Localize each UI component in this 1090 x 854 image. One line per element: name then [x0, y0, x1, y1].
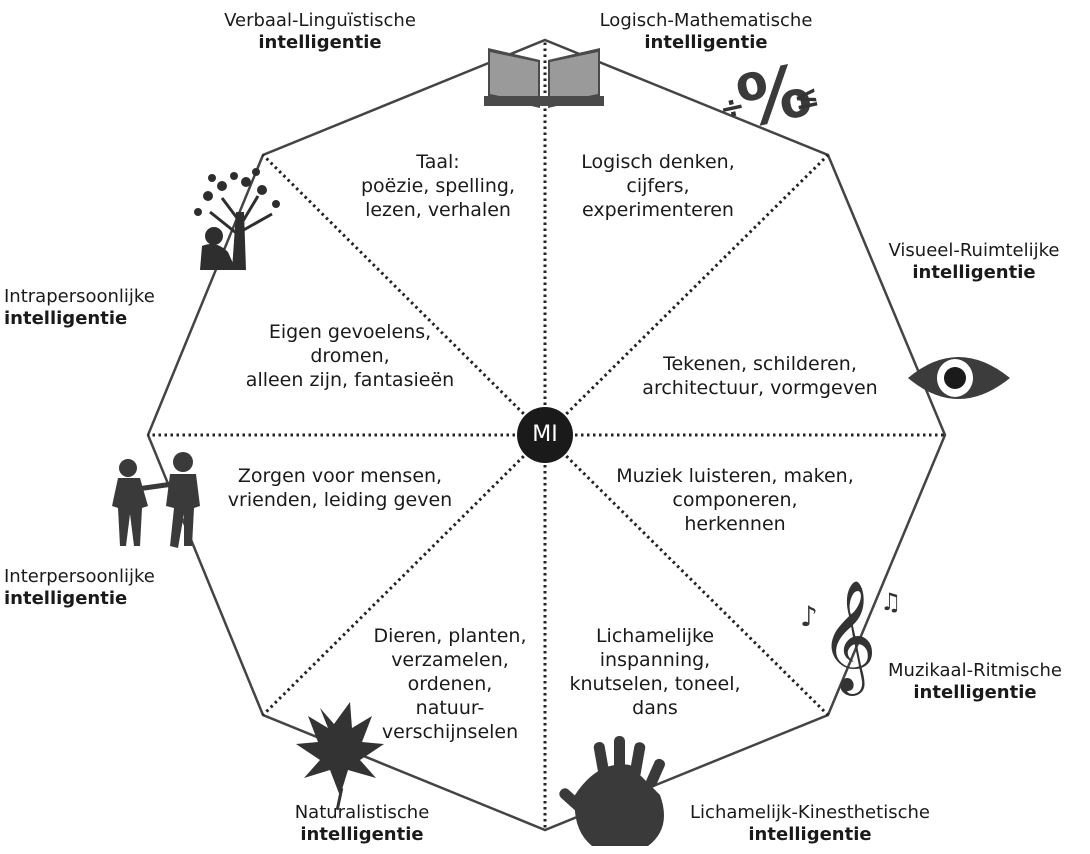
intelligence-word: intelligentie	[644, 32, 768, 53]
content-line: Muziek luisteren, maken,	[616, 465, 854, 487]
content-line: natuur-	[415, 697, 485, 719]
content-line: ordenen,	[407, 673, 493, 695]
intelligence-word: intelligentie	[300, 824, 424, 845]
octagon-outline	[146, 38, 947, 832]
people-icon	[112, 452, 200, 548]
content-line: knutselen, toneel,	[569, 673, 741, 695]
intelligence-title: Naturalistische	[294, 802, 430, 823]
segment-interpersoonlijk-content: Zorgen voor mensen, vrienden, leiding ge…	[190, 464, 490, 512]
content-line: architectuur, vormgeven	[642, 377, 878, 399]
leaf-icon	[296, 702, 384, 811]
svg-text:𝄞: 𝄞	[820, 579, 877, 696]
label-verbaal: Verbaal-Linguïstische intelligentie	[190, 10, 450, 54]
intelligence-title: Interpersoonlijke	[4, 566, 155, 587]
book-icon	[484, 48, 604, 108]
content-line: Taal:	[416, 151, 460, 173]
center-hub	[517, 407, 573, 463]
label-visueel: Visueel-Ruimtelijke intelligentie	[866, 240, 1082, 284]
tree-person-icon	[194, 168, 280, 270]
intelligence-word: intelligentie	[912, 262, 1036, 283]
label-interpersoonlijk: Interpersoonlijke intelligentie	[4, 566, 200, 610]
content-line: vrienden, leiding geven	[227, 489, 453, 511]
content-line: componeren,	[672, 489, 798, 511]
segment-muzikaal-content: Muziek luisteren, maken, componeren, her…	[585, 464, 885, 536]
content-line: poëzie, spelling,	[360, 175, 516, 197]
intelligence-word: intelligentie	[4, 308, 128, 329]
intelligence-title: Logisch-Mathematische	[599, 10, 813, 31]
content-line: Zorgen voor mensen,	[237, 465, 443, 487]
hub-label: MI	[532, 422, 558, 447]
content-line: dans	[632, 697, 678, 719]
content-line: Dieren, planten,	[373, 625, 527, 647]
math-symbols-icon: ÷ % ≤	[716, 47, 822, 144]
segment-logisch-content: Logisch denken, cijfers, experimenteren	[548, 150, 768, 222]
segment-verbaal-content: Taal: poëzie, spelling, lezen, verhalen	[328, 150, 548, 222]
svg-text:♫: ♫	[880, 588, 902, 616]
music-note-icon: 𝄞 ♪ ♫	[800, 579, 902, 696]
intelligence-title: Lichamelijk-Kinesthetische	[690, 802, 930, 823]
intelligence-word: intelligentie	[4, 588, 128, 609]
segment-lichamelijk-content: Lichamelijke inspanning, knutselen, tone…	[540, 624, 770, 720]
eye-icon	[908, 357, 1010, 399]
intelligence-title: Visueel-Ruimtelijke	[888, 240, 1060, 261]
content-line: lezen, verhalen	[365, 199, 511, 221]
segment-naturalistisch-content: Dieren, planten, verzamelen, ordenen, na…	[340, 624, 560, 744]
label-naturalistisch: Naturalistische intelligentie	[262, 802, 462, 846]
content-line: verzamelen,	[391, 649, 509, 671]
content-line: dromen,	[310, 345, 390, 367]
label-muzikaal: Muzikaal-Ritmische intelligentie	[862, 660, 1088, 704]
content-line: experimenteren	[582, 199, 734, 221]
content-line: Lichamelijke	[595, 625, 715, 647]
divider-lines	[148, 40, 945, 830]
intelligence-word: intelligentie	[748, 824, 872, 845]
intelligence-word: intelligentie	[258, 32, 382, 53]
label-lichamelijk: Lichamelijk-Kinesthetische intelligentie	[660, 802, 960, 846]
content-line: cijfers,	[626, 175, 690, 197]
svg-text:♪: ♪	[800, 600, 818, 633]
hand-icon	[559, 736, 665, 846]
content-line: Logisch denken,	[581, 151, 735, 173]
intelligence-title: Verbaal-Linguïstische	[224, 10, 416, 31]
segment-intrapersoonlijk-content: Eigen gevoelens, dromen, alleen zijn, fa…	[200, 320, 500, 392]
intelligence-title: Muzikaal-Ritmische	[888, 660, 1062, 681]
svg-text:%: %	[730, 47, 818, 144]
label-intrapersoonlijk: Intrapersoonlijke intelligentie	[4, 286, 200, 330]
intelligence-title: Intrapersoonlijke	[4, 286, 155, 307]
content-line: verschijnselen	[381, 721, 519, 743]
intelligence-word: intelligentie	[913, 682, 1037, 703]
content-line: Eigen gevoelens,	[268, 321, 432, 343]
content-line: Tekenen, schilderen,	[663, 353, 857, 375]
segment-visueel-content: Tekenen, schilderen, architectuur, vormg…	[610, 352, 910, 400]
content-line: herkennen	[684, 513, 786, 535]
content-line: alleen zijn, fantasieën	[245, 369, 455, 391]
label-logisch: Logisch-Mathematische intelligentie	[576, 10, 836, 54]
content-line: inspanning,	[599, 649, 711, 671]
